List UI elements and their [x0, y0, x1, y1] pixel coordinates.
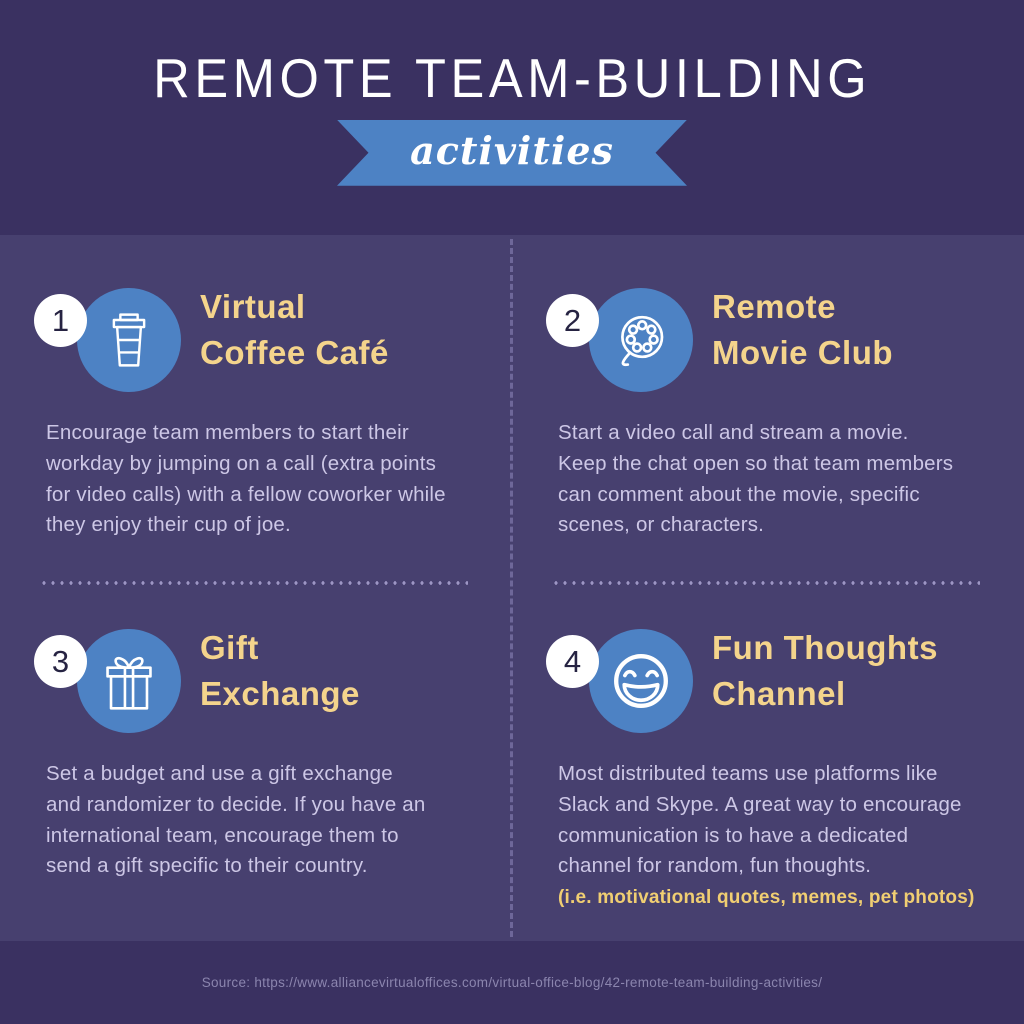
item-number-badge: 3 [34, 635, 87, 688]
activities-grid: 1 Virtual Coffee Café Encourage team me [0, 235, 1024, 941]
ribbon-label: activities [410, 128, 614, 174]
dotted-divider [40, 579, 468, 587]
item-number: 4 [563, 643, 582, 679]
activities-ribbon: activities [337, 119, 687, 186]
laughing-emoji-icon [589, 629, 693, 733]
item-number: 3 [51, 643, 70, 679]
item-number-badge: 4 [546, 635, 599, 688]
activity-4-header: 4 Fun Thoughts Channel [546, 629, 1006, 733]
activity-2-header: 2 [546, 288, 1006, 392]
activity-card-1: 1 Virtual Coffee Café Encourage team me [34, 288, 494, 541]
activity-card-2: 2 [546, 288, 1006, 541]
activity-1-header: 1 Virtual Coffee Café [34, 288, 494, 392]
activity-card-3: 3 Gift Exchange Set a bu [34, 629, 494, 882]
activity-description: Most distributed teams use platforms lik… [558, 762, 962, 878]
coffee-cup-icon [77, 288, 181, 392]
activity-title: Remote Movie Club [712, 288, 894, 372]
activity-description: Encourage team members to start their wo… [46, 421, 446, 537]
activity-card-4: 4 Fun Thoughts Channel Most distributed … [546, 629, 1006, 909]
item-number: 2 [563, 302, 582, 338]
film-reel-icon [589, 288, 693, 392]
left-column: 1 Virtual Coffee Café Encourage team me [0, 235, 512, 941]
activity-title: Gift Exchange [200, 629, 360, 713]
item-number-badge: 2 [546, 294, 599, 347]
header: REMOTE TEAM-BUILDING activities [0, 0, 1024, 235]
activity-title: Virtual Coffee Café [200, 288, 389, 372]
right-column: 2 [512, 235, 1024, 941]
source-attribution: Source: https://www.alliancevirtualoffic… [201, 975, 823, 990]
gift-icon [77, 629, 181, 733]
activity-description: Start a video call and stream a movie. K… [558, 421, 954, 537]
activity-note: (i.e. motivational quotes, memes, pet ph… [558, 887, 975, 908]
footer: Source: https://www.alliancevirtualoffic… [0, 941, 1024, 1024]
item-number: 1 [51, 302, 70, 338]
activity-3-header: 3 Gift Exchange [34, 629, 494, 733]
dotted-divider [552, 579, 980, 587]
vertical-dashed-divider [510, 239, 513, 937]
page-title: REMOTE TEAM-BUILDING [152, 47, 872, 109]
activity-title: Fun Thoughts Channel [712, 629, 938, 713]
item-number-badge: 1 [34, 294, 87, 347]
activity-description: Set a budget and use a gift exchange and… [46, 762, 426, 878]
